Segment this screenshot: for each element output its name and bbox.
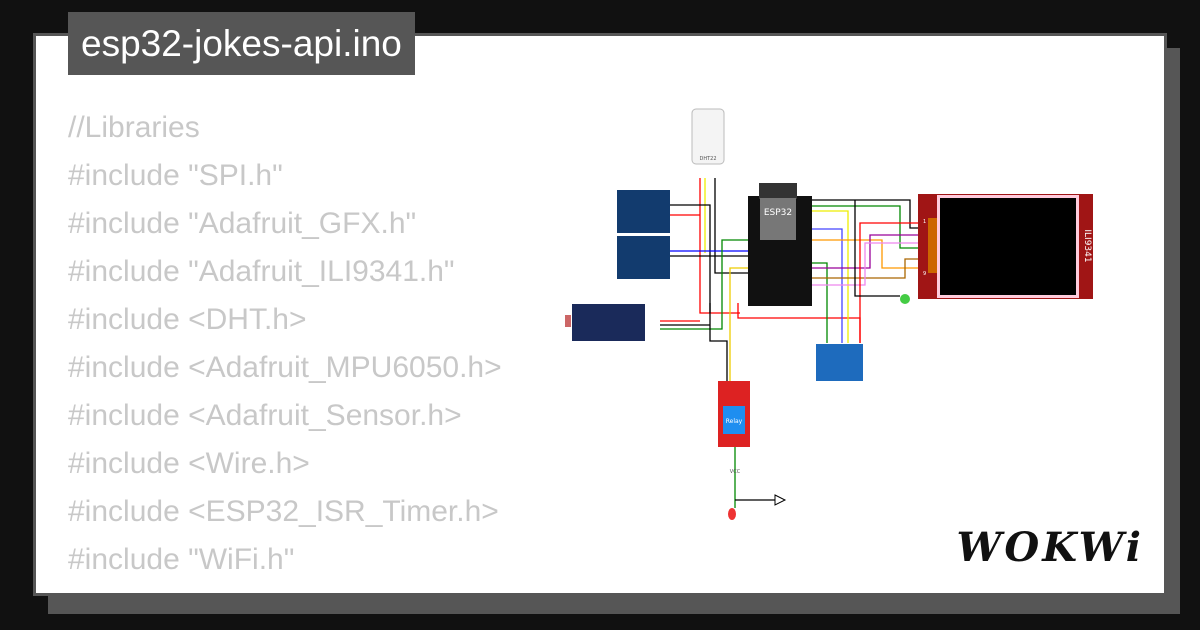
display-pin9-label: 9 xyxy=(923,271,926,277)
wire xyxy=(810,199,922,229)
wire xyxy=(709,303,728,383)
ground-symbol xyxy=(774,494,787,506)
project-title: esp32-jokes-api.ino xyxy=(68,12,415,75)
wire xyxy=(810,234,922,269)
code-line: #include "WiFi.h" xyxy=(68,543,295,576)
preview-card: //Libraries #include "SPI.h" #include "Ada… xyxy=(33,33,1167,596)
relay-label: Relay xyxy=(726,418,743,425)
code-line: #include "Adafruit_ILI9341.h" xyxy=(68,255,455,288)
wire xyxy=(714,178,750,274)
display-pin1-label: 1 xyxy=(923,219,926,225)
wire xyxy=(854,200,900,297)
wire xyxy=(699,178,740,314)
code-line: #include <Wire.h> xyxy=(68,447,310,480)
circuit-diagram: DHT22 ESP32 ILI9341 1 9 Relay VCC xyxy=(565,108,1093,520)
dht22-label: DHT22 xyxy=(699,156,716,162)
mpu6050-module[interactable] xyxy=(816,344,863,381)
ldr-module[interactable] xyxy=(572,304,645,341)
code-preview: //Libraries #include "SPI.h" #include "Ada… xyxy=(68,104,502,584)
photoresistor xyxy=(565,315,571,327)
red-led[interactable] xyxy=(728,508,736,520)
dht22-sensor[interactable]: DHT22 xyxy=(691,108,725,165)
green-led[interactable] xyxy=(900,294,910,304)
sensor-module-2[interactable] xyxy=(617,236,670,279)
esp32-board[interactable]: ESP32 xyxy=(748,183,812,306)
relay-module[interactable]: Relay xyxy=(718,381,750,447)
code-line: #include "Adafruit_GFX.h" xyxy=(68,207,417,240)
ili9341-display[interactable]: ILI9341 1 9 xyxy=(918,194,1093,299)
code-line: #include <DHT.h> xyxy=(68,303,307,336)
wokwi-logo: WOKWi xyxy=(956,524,1144,571)
wire xyxy=(859,222,922,343)
sensor-module-1[interactable] xyxy=(617,190,670,233)
esp32-label: ESP32 xyxy=(764,208,792,218)
wire xyxy=(810,242,922,286)
wire xyxy=(810,228,843,343)
wire xyxy=(810,239,922,269)
code-line: #include <Adafruit_Sensor.h> xyxy=(68,399,462,432)
wire xyxy=(660,239,750,330)
wire xyxy=(810,205,922,249)
vcc-label: VCC xyxy=(730,469,741,475)
wire xyxy=(810,258,922,279)
display-label: ILI9341 xyxy=(1082,229,1092,262)
wire xyxy=(670,204,711,313)
wire xyxy=(810,262,828,343)
code-line: #include "SPI.h" xyxy=(68,159,283,192)
code-line: #include <Adafruit_MPU6050.h> xyxy=(68,351,502,384)
code-line: #include <ESP32_ISR_Timer.h> xyxy=(68,495,499,528)
wire xyxy=(810,210,849,343)
wire xyxy=(729,267,750,383)
code-line: //Libraries xyxy=(68,111,200,144)
